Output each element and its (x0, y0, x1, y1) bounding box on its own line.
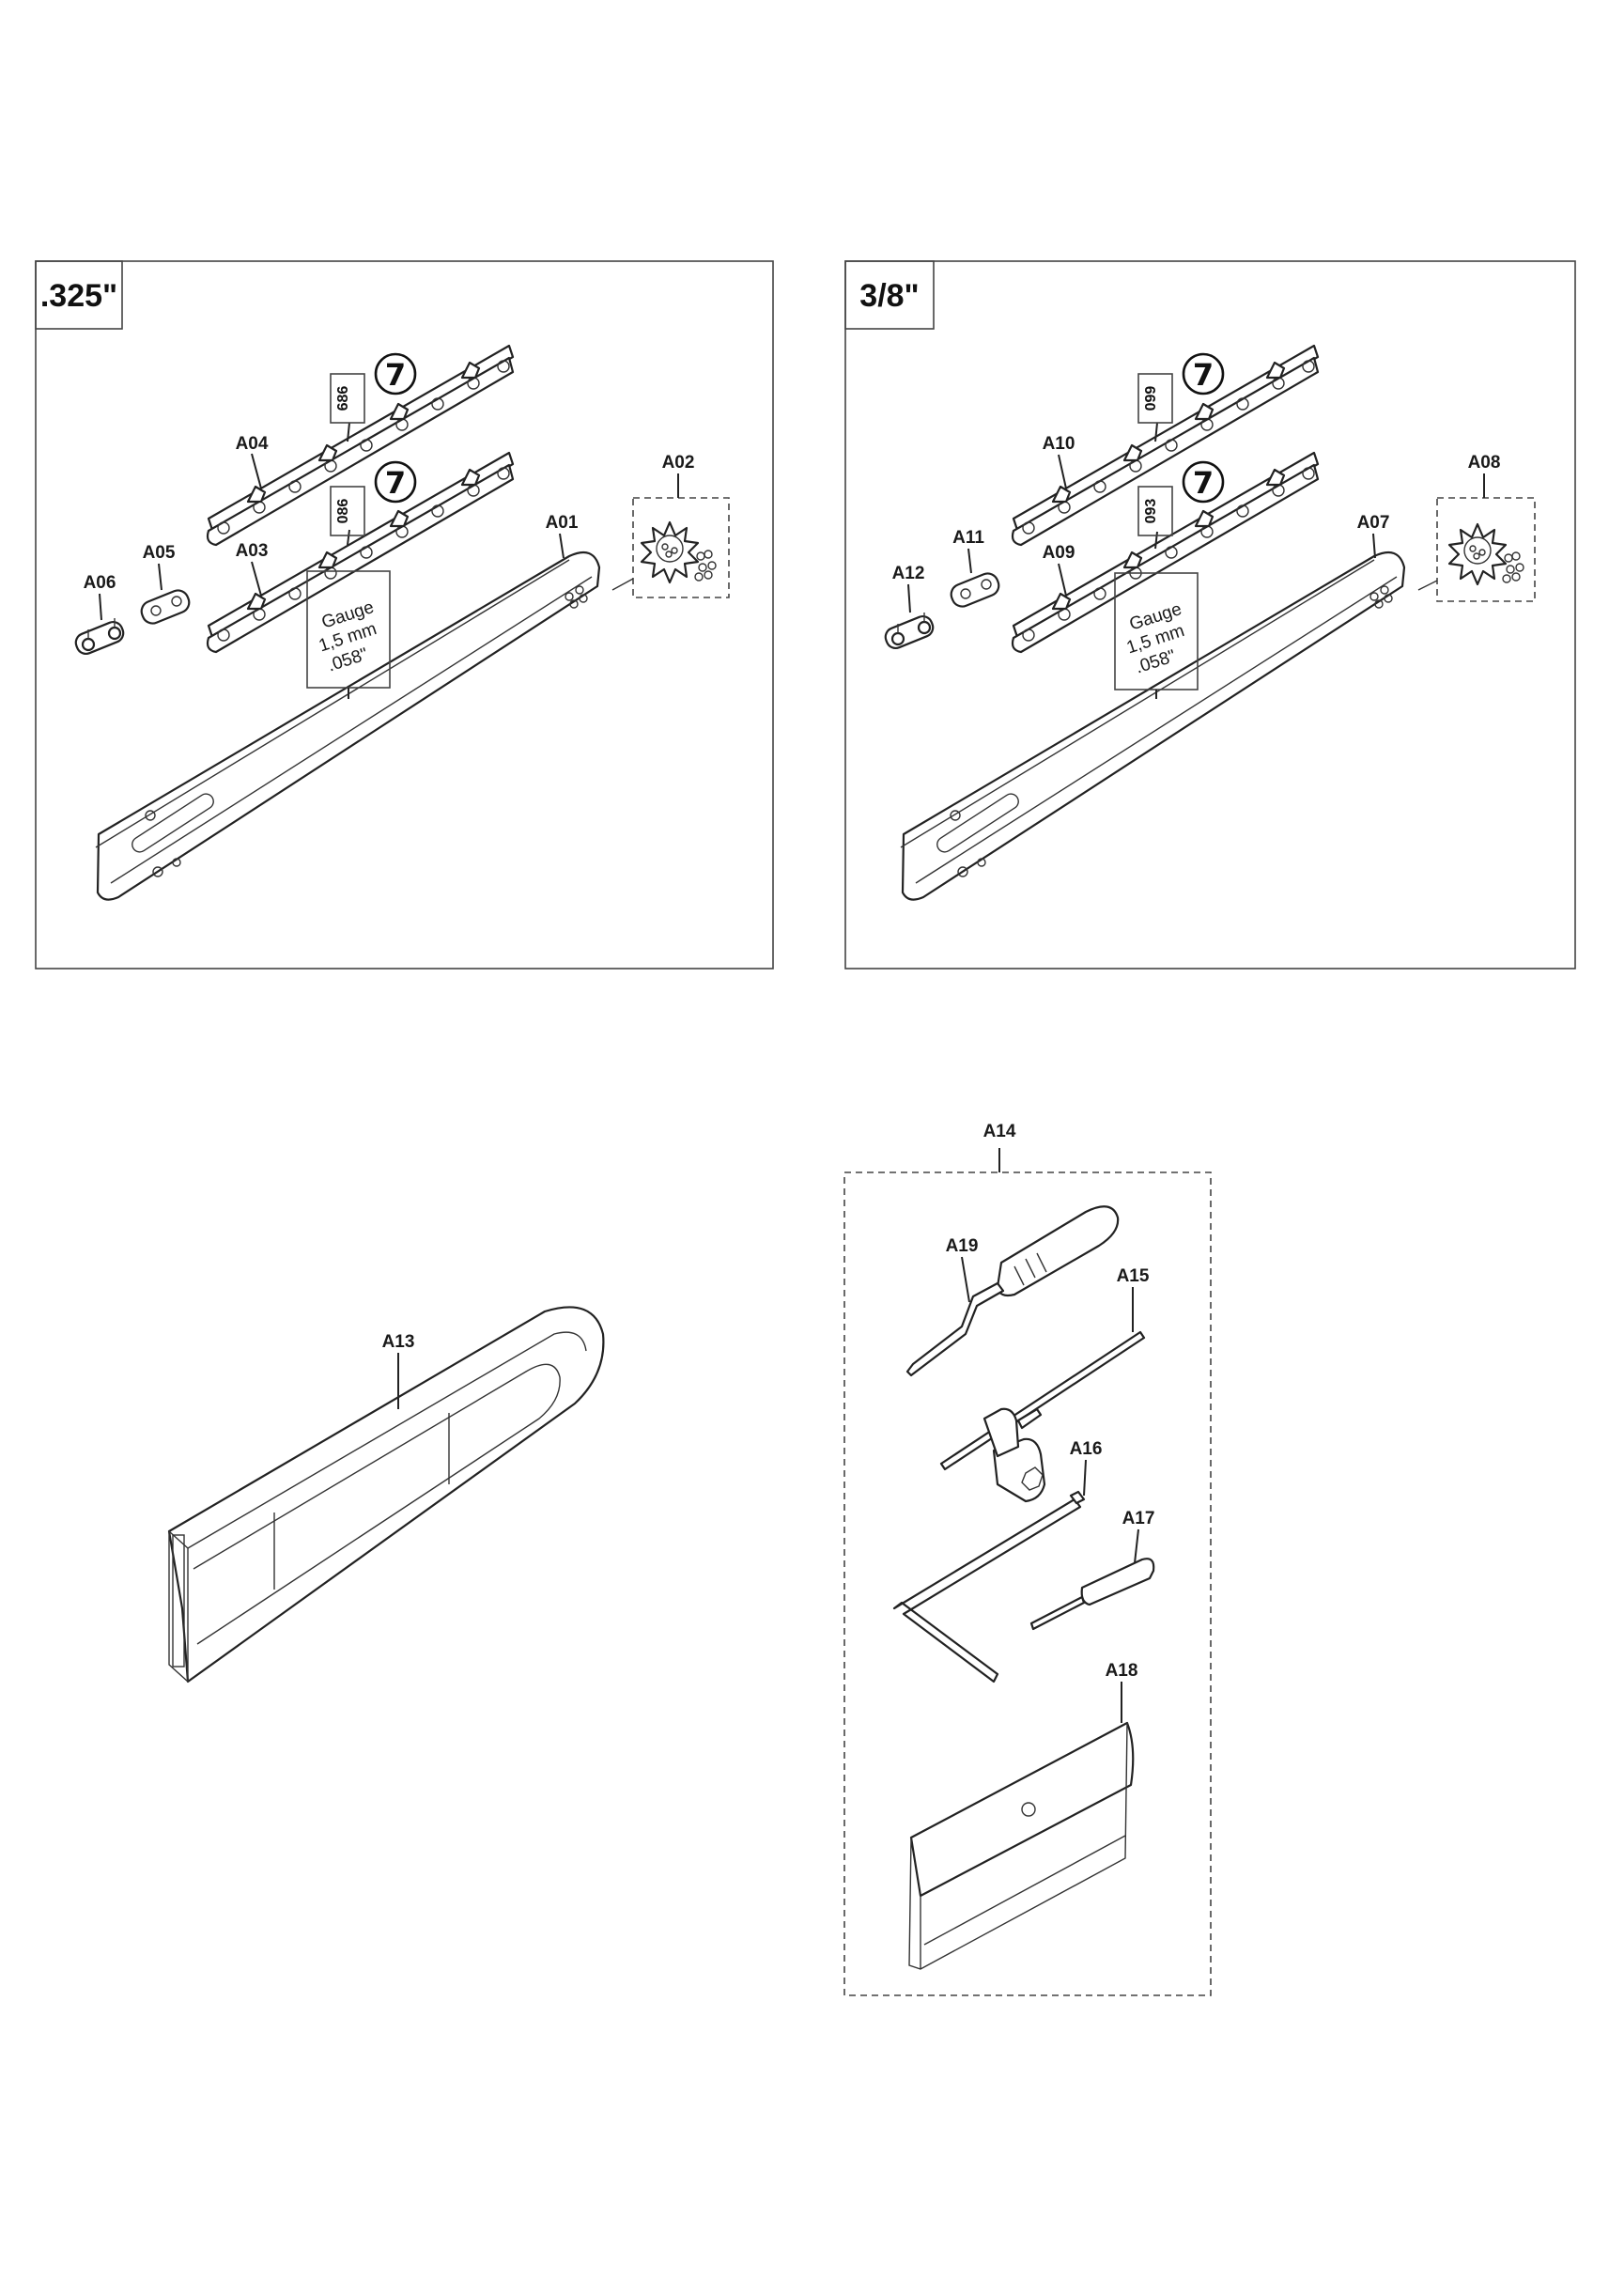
screwdriver (1029, 1558, 1155, 1631)
chain-low-code: 093 (1143, 499, 1159, 524)
link-label: A05 (143, 543, 176, 563)
pitch-label: .325" (40, 278, 117, 314)
rating-7-badge-lower (1182, 460, 1225, 504)
sprocket-frame (632, 497, 730, 598)
panel-3-8: 3/8" A07 A10 (844, 260, 1576, 970)
pitch-label-box (844, 260, 935, 330)
panel-frame (844, 260, 1576, 970)
chain-low-label: A09 (1043, 543, 1075, 563)
bar-tool-label: A15 (1117, 1266, 1150, 1286)
tool-kit-label: A14 (983, 1122, 1016, 1141)
bar-cover-label: A13 (382, 1332, 415, 1352)
bar-label: A07 (1357, 513, 1390, 533)
file-tool (905, 1205, 1120, 1377)
connecting-link (140, 589, 191, 625)
sprocket-nose (640, 520, 717, 584)
panel-frame (35, 260, 774, 970)
bar-cover (167, 1306, 605, 1683)
spark-plug-wrench (982, 1407, 1046, 1503)
rating-7-badge-lower (374, 460, 417, 504)
rating-7-glyph-lower: 7 (385, 465, 406, 501)
rating-7-glyph-upper: 7 (1193, 357, 1214, 393)
pitch-label-box (35, 260, 123, 330)
link-label: A11 (952, 528, 984, 548)
file-gauge (908, 1721, 1135, 1970)
chain-low-code-box (1137, 486, 1173, 536)
chain-high (1011, 344, 1320, 547)
chain-high-code-box (1137, 373, 1173, 424)
rivet-label: A12 (892, 564, 925, 583)
chain-low (206, 451, 515, 654)
guide-bar (900, 551, 1406, 901)
sprocket-label: A08 (1468, 453, 1501, 473)
panel-325: .325" A01 A (35, 260, 774, 970)
chain-high (206, 344, 515, 547)
rating-7-badge-upper (1182, 352, 1225, 396)
rating-7-glyph-upper: 7 (385, 357, 406, 393)
rivet-label: A06 (84, 573, 116, 593)
tool-kit-frame (843, 1171, 1212, 1996)
chain-high-code-box (330, 373, 365, 424)
chain-low-code-box (330, 486, 365, 536)
chain-low-label: A03 (236, 541, 269, 561)
rating-7-glyph-lower: 7 (1193, 465, 1214, 501)
bar-label: A01 (546, 513, 579, 533)
sprocket-frame (1436, 497, 1536, 602)
rating-7-badge-upper (374, 352, 417, 396)
chain-high-code: 686 (335, 386, 351, 411)
chain-high-label: A10 (1043, 434, 1075, 454)
pitch-label: 3/8" (859, 278, 919, 314)
hex-key-label: A16 (1070, 1439, 1103, 1459)
screwdriver-label: A17 (1122, 1509, 1155, 1528)
chain-high-label: A04 (236, 434, 269, 454)
guide-bar (95, 551, 601, 901)
chain-low (1011, 451, 1320, 654)
connecting-link (950, 572, 1000, 608)
hex-key (892, 1490, 1086, 1683)
chain-low-code: 086 (335, 499, 351, 524)
rivet-link (884, 613, 935, 650)
rivet-link (74, 618, 125, 656)
sprocket-label: A02 (662, 453, 695, 473)
file-gauge-label: A18 (1106, 1661, 1138, 1681)
file-label: A19 (946, 1236, 979, 1256)
tommy-bar (939, 1330, 1146, 1471)
chain-high-code: 099 (1143, 386, 1159, 411)
sprocket-nose (1447, 522, 1524, 586)
